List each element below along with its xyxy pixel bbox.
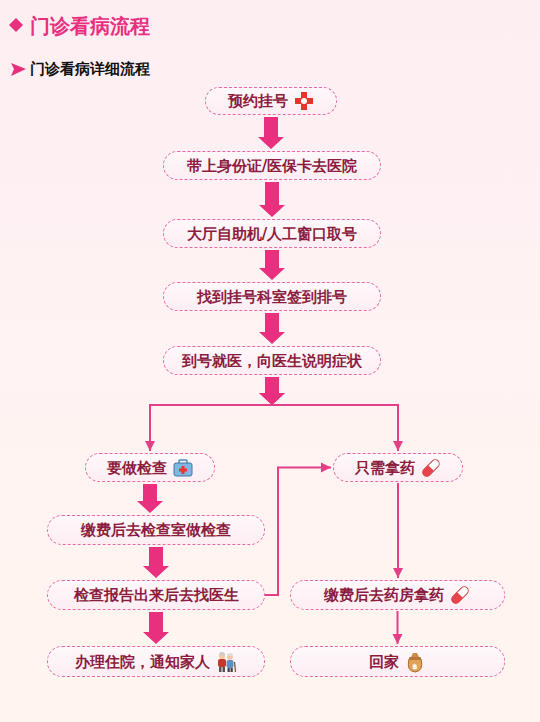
step-text: 只需拿药 <box>355 459 415 477</box>
title-diamond <box>9 18 23 32</box>
flow-arrow <box>143 547 169 578</box>
step-icon <box>215 651 237 673</box>
process-box: 办理住院，通知家人 <box>47 646 265 677</box>
flow-arrow <box>259 250 285 280</box>
block-arrow <box>259 313 285 344</box>
step-text: 办理住院，通知家人 <box>75 653 210 671</box>
block-arrow <box>259 377 285 405</box>
thin-arrow <box>397 611 399 644</box>
step-text: 缴费后去药房拿药 <box>324 586 444 604</box>
flow-arrow <box>397 611 398 644</box>
block-arrow <box>259 250 285 280</box>
svg-text:฿: ฿ <box>413 663 418 671</box>
step-text: 要做检查 <box>107 459 167 477</box>
process-box: 只需拿药 <box>333 453 463 482</box>
process-box: 缴费后去检查室做检查 <box>47 515 265 545</box>
process-box: 要做检查 <box>85 453 215 482</box>
block-arrow <box>259 377 285 405</box>
step-text: 大厅自助机/人工窗口取号 <box>187 225 357 243</box>
flow-arrow <box>143 612 169 644</box>
block-arrow <box>143 547 169 578</box>
step-text: 回家 <box>369 653 399 671</box>
flow-arrow <box>259 182 285 217</box>
flow-arrow <box>265 468 331 596</box>
step-icon <box>449 584 471 606</box>
flow-arrow <box>137 484 163 513</box>
flow-arrow <box>398 483 399 578</box>
step-icon <box>420 457 442 479</box>
block-arrow <box>259 182 285 217</box>
process-box: 回家 ฿ <box>290 646 505 677</box>
branch-line <box>150 405 272 451</box>
step-text: 找到挂号科室签到排号 <box>197 288 347 306</box>
process-box: 找到挂号科室签到排号 <box>163 282 381 311</box>
step-icon: ฿ <box>404 651 426 673</box>
flow-arrow <box>259 313 285 344</box>
step-text: 带上身份证/医保卡去医院 <box>187 157 357 175</box>
step-text: 检查报告出来后去找医生 <box>74 586 239 604</box>
flow-arrow <box>258 117 284 149</box>
process-box: 到号就医，向医生说明症状 <box>163 346 381 375</box>
process-box: 检查报告出来后去找医生 <box>47 580 265 610</box>
process-box: 带上身份证/医保卡去医院 <box>163 151 381 180</box>
flow-arrow <box>150 377 285 451</box>
block-arrow <box>258 117 284 149</box>
thin-arrow <box>397 483 399 578</box>
step-text: 预约挂号 <box>228 92 288 110</box>
process-box: 预约挂号 <box>205 87 337 115</box>
process-box: 大厅自助机/人工窗口取号 <box>163 219 381 248</box>
block-arrow <box>137 484 163 513</box>
block-arrow <box>143 612 169 644</box>
step-icon <box>293 90 315 112</box>
subtitle-arrow <box>11 63 26 76</box>
page-title: 门诊看病流程 <box>30 13 150 40</box>
return-line <box>265 468 331 596</box>
step-text: 缴费后去检查室做检查 <box>81 521 231 539</box>
flow-arrow <box>259 377 398 451</box>
step-icon <box>172 457 194 479</box>
step-text: 到号就医，向医生说明症状 <box>182 352 362 370</box>
branch-line <box>272 405 398 451</box>
process-box: 缴费后去药房拿药 <box>290 580 505 610</box>
subtitle: 门诊看病详细流程 <box>30 60 150 79</box>
